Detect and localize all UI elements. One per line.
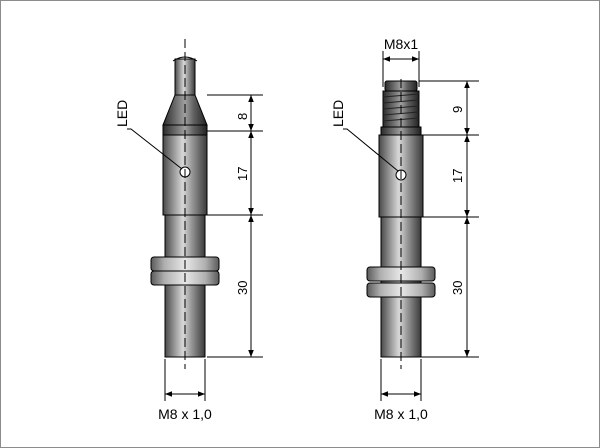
left-dim-8: 8 (235, 113, 250, 120)
left-dimensions: 8 17 30 (207, 94, 263, 358)
left-dim-17: 17 (235, 167, 250, 181)
right-dimensions: 9 17 30 (419, 80, 479, 358)
right-dim-17: 17 (450, 169, 465, 183)
right-led-label: LED (330, 100, 346, 127)
left-bottom-dimension: M8 x 1,0 (158, 359, 212, 422)
right-top-thread-label: M8x1 (384, 36, 418, 52)
left-sensor: LED 8 17 30 M8 x 1,0 (114, 39, 263, 422)
left-dim-30: 30 (235, 281, 250, 295)
right-dim-30: 30 (450, 281, 465, 295)
right-thread-label: M8 x 1,0 (374, 406, 428, 422)
left-cable (172, 56, 198, 96)
right-led-leader (343, 128, 399, 172)
left-led-label: LED (114, 100, 130, 127)
right-sensor: M8x1 LED 9 17 30 M8 x 1,0 (330, 36, 479, 422)
right-bottom-dimension: M8 x 1,0 (374, 359, 428, 422)
left-thread-label: M8 x 1,0 (158, 406, 212, 422)
left-led-leader (127, 128, 183, 170)
right-top-dimension: M8x1 (382, 36, 420, 87)
right-dim-9: 9 (450, 106, 465, 113)
